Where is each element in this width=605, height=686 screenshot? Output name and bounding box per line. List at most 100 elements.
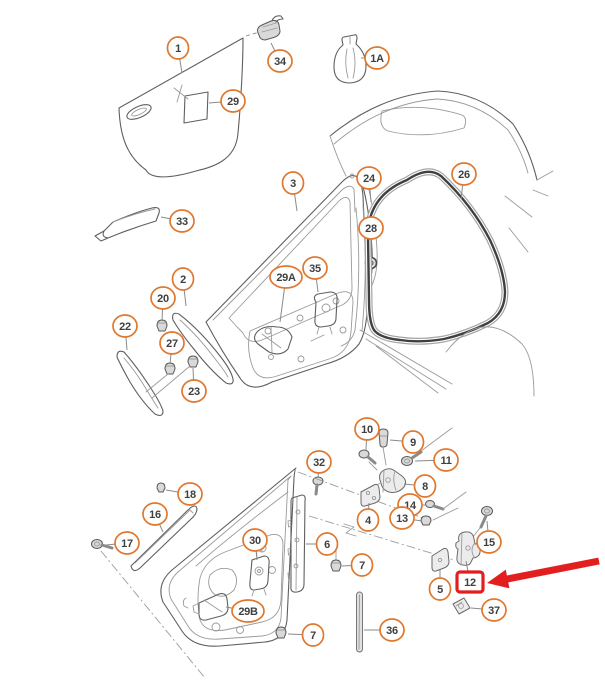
callout-12-highlighted: 12 bbox=[455, 570, 485, 594]
callout-8: 8 bbox=[413, 474, 437, 498]
callout-7: 7 bbox=[301, 623, 325, 647]
callout-bubble bbox=[356, 508, 380, 532]
callout-number: 22 bbox=[119, 321, 131, 333]
part-hinge-lower-12 bbox=[455, 531, 481, 566]
callout-bubble bbox=[220, 89, 246, 113]
callout-17: 17 bbox=[114, 531, 140, 555]
part-hinge-upper-8 bbox=[373, 468, 407, 493]
callout-bubble bbox=[413, 474, 437, 498]
callout-number: 9 bbox=[410, 437, 416, 449]
callout-number: 24 bbox=[363, 173, 376, 185]
callout-27: 27 bbox=[159, 331, 185, 355]
part-clip-7-lower bbox=[275, 626, 287, 639]
callout-number: 17 bbox=[121, 538, 133, 550]
callout-number: 36 bbox=[386, 625, 398, 637]
callout-bubble bbox=[171, 267, 195, 291]
callout-number: 30 bbox=[249, 535, 261, 547]
callout-bubble bbox=[364, 46, 390, 70]
callout-bubble bbox=[476, 530, 502, 554]
part-glass-run-36 bbox=[356, 591, 363, 653]
callout-11: 11 bbox=[433, 448, 459, 472]
callout-3: 3 bbox=[281, 171, 305, 195]
part-screw-32 bbox=[312, 476, 324, 496]
callout-number: 6 bbox=[324, 539, 330, 551]
callout-6: 6 bbox=[315, 532, 339, 556]
callout-1: 1 bbox=[166, 36, 190, 60]
callout-number: 12 bbox=[464, 577, 476, 589]
callout-bubble bbox=[301, 623, 325, 647]
callout-4: 4 bbox=[356, 508, 380, 532]
part-trim-strip-2 bbox=[172, 312, 234, 385]
callout-bubble bbox=[169, 209, 195, 233]
highlight-box bbox=[455, 570, 485, 594]
callout-bubble bbox=[177, 482, 203, 506]
highlight-annotation bbox=[487, 557, 600, 589]
callout-number: 10 bbox=[361, 424, 373, 436]
callout-5: 5 bbox=[428, 577, 452, 601]
part-screw-14 bbox=[425, 491, 467, 511]
part-sealant-tube-33 bbox=[94, 207, 160, 242]
callout-bubble bbox=[166, 36, 190, 60]
part-bag-1a bbox=[333, 34, 367, 84]
callout-16: 16 bbox=[142, 502, 168, 526]
callout-bubble bbox=[354, 417, 380, 441]
fitment-pointer-lines bbox=[145, 365, 191, 399]
callout-number: 13 bbox=[396, 513, 408, 525]
part-clip-7-upper bbox=[330, 547, 342, 572]
callout-bubble bbox=[379, 618, 405, 642]
part-door-film-1 bbox=[118, 29, 267, 178]
callout-15: 15 bbox=[476, 530, 502, 554]
callout-number: 3 bbox=[290, 178, 296, 190]
callout-34: 34 bbox=[267, 49, 293, 73]
callout-number: 29 bbox=[227, 96, 239, 108]
part-clip-34 bbox=[257, 15, 284, 41]
part-door-frame-3 bbox=[205, 173, 368, 388]
callout-bubble bbox=[142, 502, 168, 526]
callout-bubble bbox=[150, 286, 176, 310]
part-shim-plate-4 bbox=[360, 483, 381, 507]
callout-bubble bbox=[242, 528, 268, 552]
callout-18: 18 bbox=[177, 482, 203, 506]
callout-number: 27 bbox=[166, 338, 178, 350]
part-clip-27 bbox=[164, 362, 176, 375]
part-clip-23 bbox=[187, 355, 199, 368]
callout-22: 22 bbox=[112, 314, 138, 338]
callout-29A: 29A bbox=[269, 265, 303, 289]
callout-bubble bbox=[269, 265, 303, 289]
callout-number: 33 bbox=[176, 216, 188, 228]
callout-number: 26 bbox=[458, 169, 470, 181]
part-clip-20 bbox=[156, 319, 168, 332]
callout-number: 20 bbox=[157, 293, 169, 305]
callout-number: 7 bbox=[310, 630, 316, 642]
part-clip-13 bbox=[420, 507, 459, 526]
part-plug-9 bbox=[378, 428, 389, 466]
callout-number: 34 bbox=[274, 56, 287, 68]
callout-number: 29B bbox=[238, 606, 258, 618]
callout-9: 9 bbox=[401, 430, 425, 454]
callout-13: 13 bbox=[389, 506, 415, 530]
callout-24: 24 bbox=[356, 166, 382, 190]
part-screw-17 bbox=[91, 539, 114, 550]
callout-20: 20 bbox=[150, 286, 176, 310]
callout-23: 23 bbox=[181, 379, 207, 403]
callout-bubble bbox=[302, 256, 328, 280]
part-body-side-26 bbox=[329, 90, 554, 397]
callout-number: 15 bbox=[483, 537, 495, 549]
part-bolt-15 bbox=[471, 506, 493, 539]
callout-number: 29A bbox=[276, 272, 296, 284]
callout-bubble bbox=[114, 531, 140, 555]
callout-bubble bbox=[231, 599, 265, 623]
callout-35: 35 bbox=[302, 256, 328, 280]
callout-10: 10 bbox=[354, 417, 380, 441]
part-nut-37 bbox=[452, 597, 471, 615]
callout-1A: 1A bbox=[364, 46, 390, 70]
callout-bubble bbox=[267, 49, 293, 73]
callout-number: 8 bbox=[422, 481, 428, 493]
callout-bubble bbox=[281, 171, 305, 195]
callout-29: 29 bbox=[220, 89, 246, 113]
callout-bubble bbox=[389, 506, 415, 530]
callout-26: 26 bbox=[451, 162, 477, 186]
callout-number: 7 bbox=[359, 560, 365, 572]
